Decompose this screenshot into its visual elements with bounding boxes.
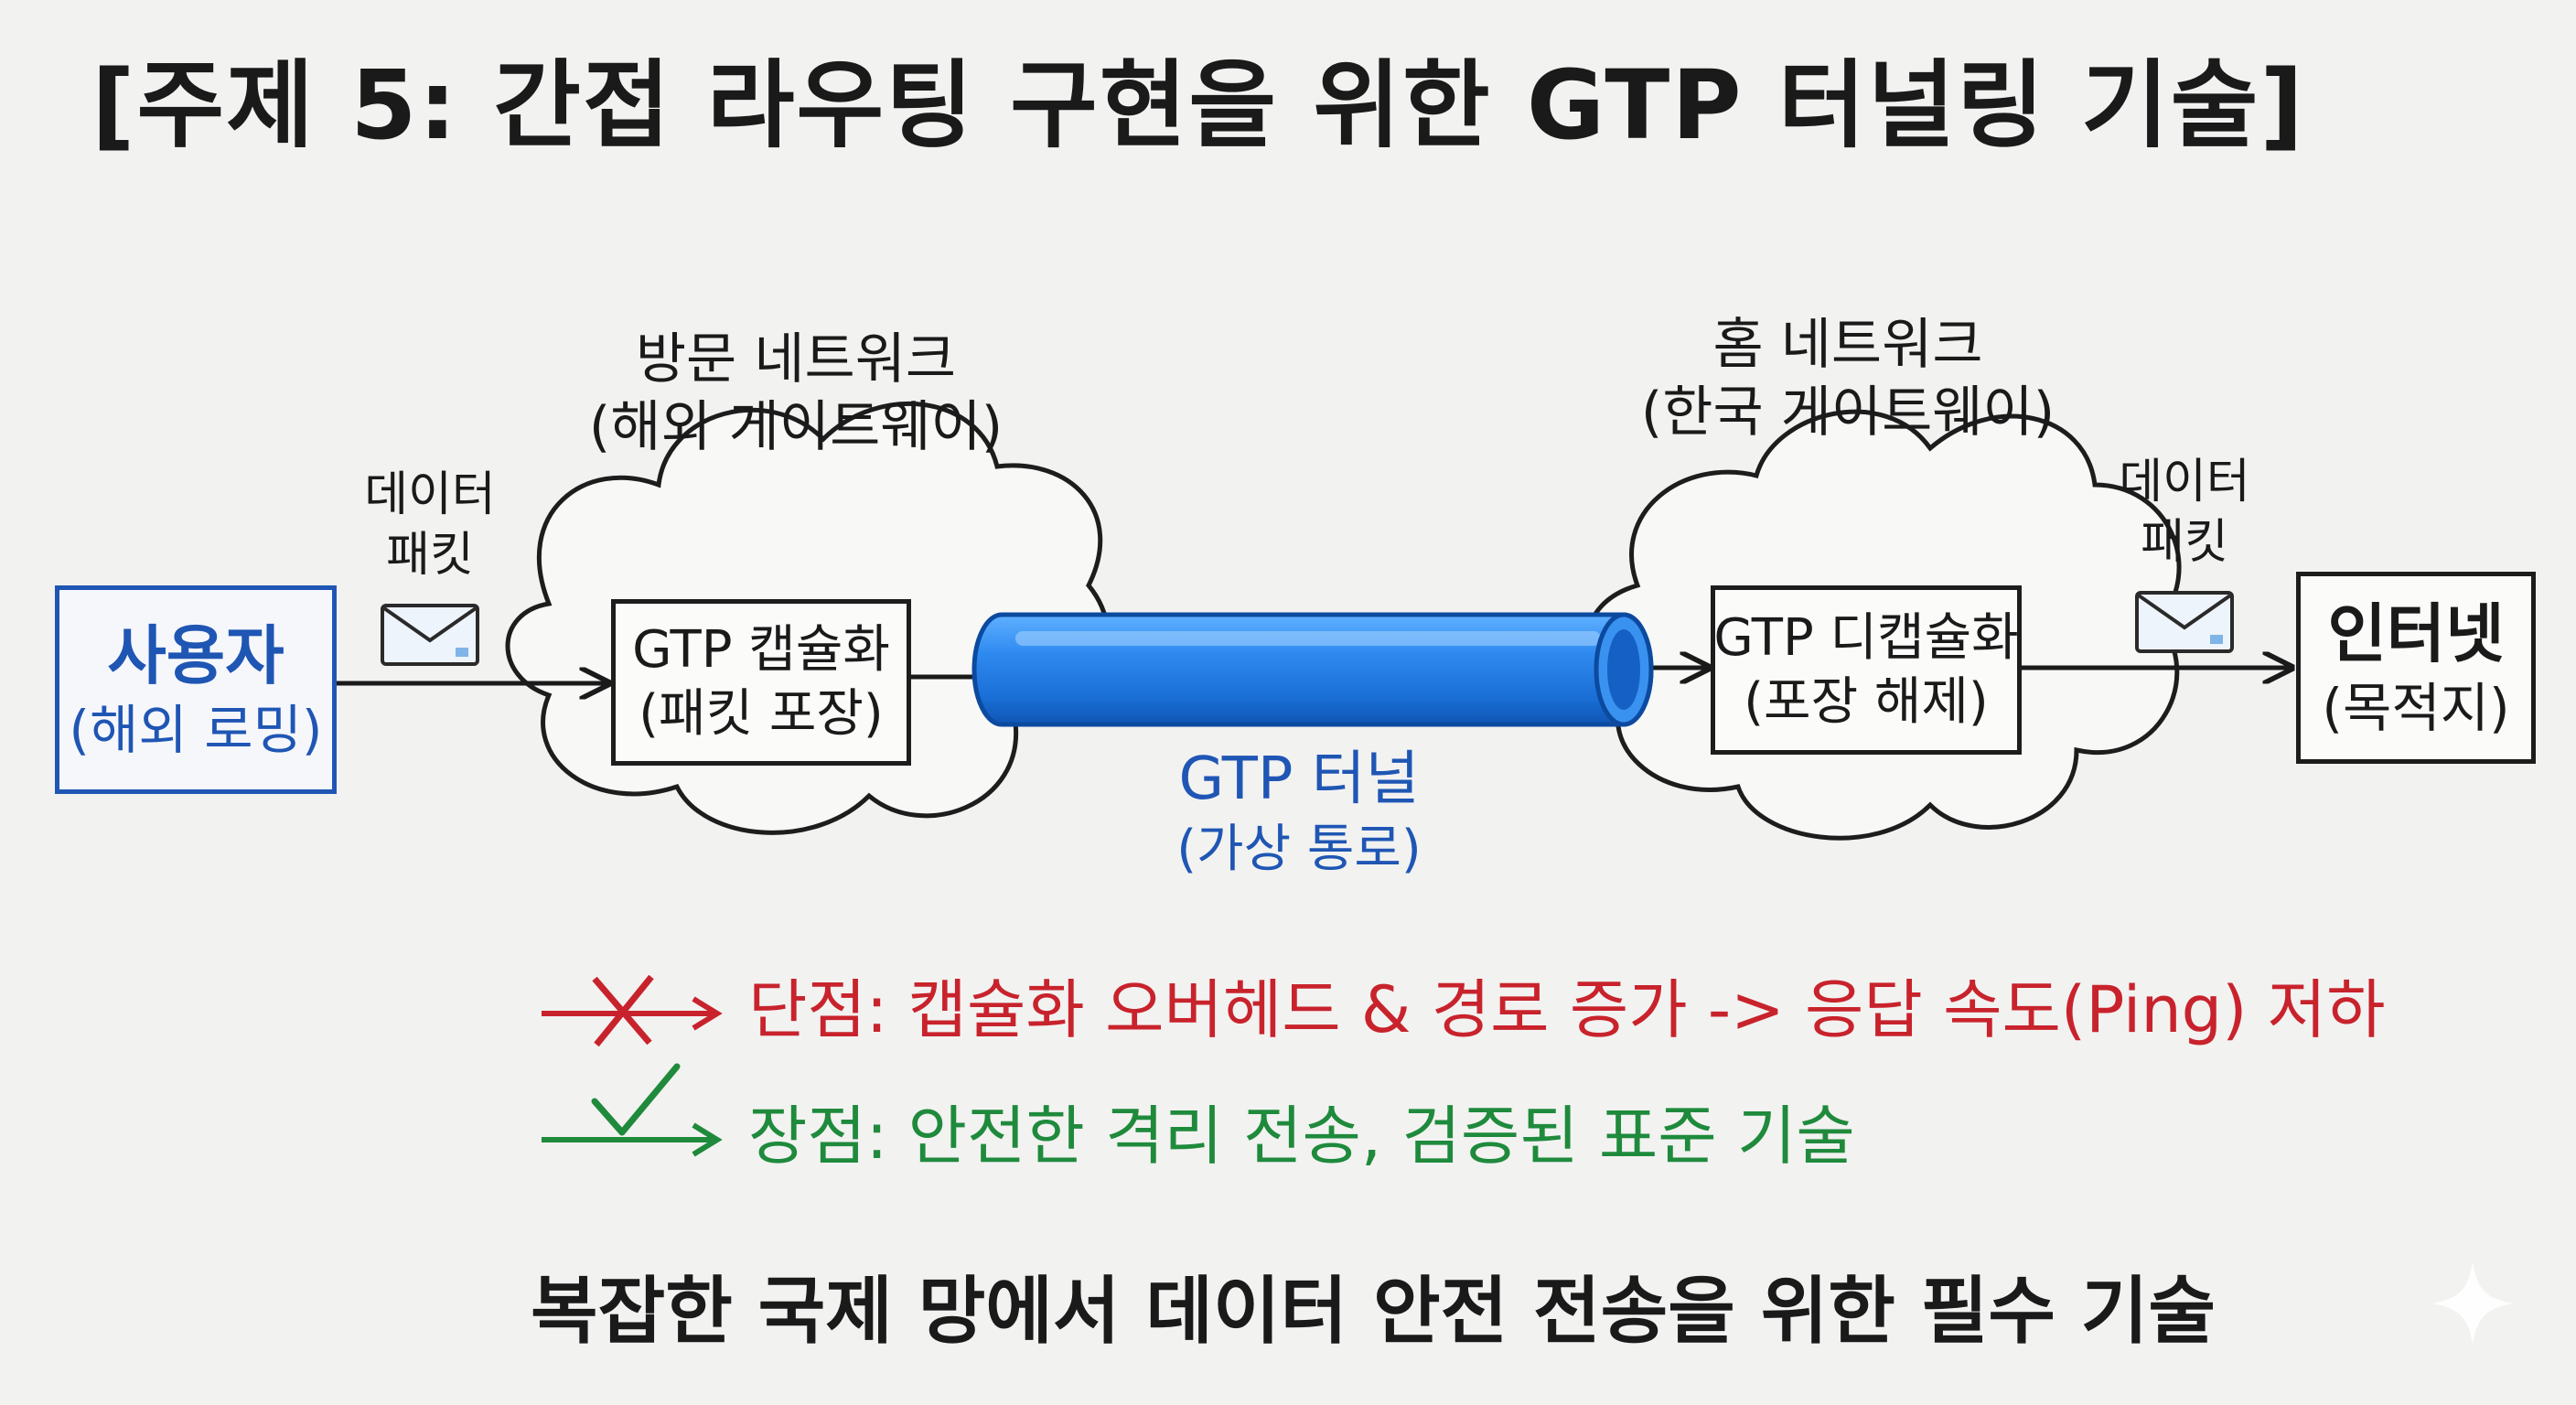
packet-right-label-line2: 패킷	[2141, 515, 2228, 570]
pros-text: 장점: 안전한 격리 전송, 검증된 표준 기술	[748, 1099, 1855, 1174]
encapsulation-subtitle: (패킷 포장)	[639, 684, 884, 744]
decapsulation-subtitle: (포장 해제)	[1744, 671, 1989, 732]
x-mark-icon	[542, 974, 723, 1047]
user-box: 사용자 (해외 로밍)	[55, 585, 337, 794]
user-title: 사용자	[107, 618, 284, 693]
packet-left-label-line1: 데이터	[364, 467, 496, 522]
encapsulation-box: GTP 캡슐화 (패킷 포장)	[611, 599, 911, 766]
packet-left-label-line2: 패킷	[386, 528, 474, 583]
envelope-icon	[381, 604, 479, 666]
packet-right-label-line1: 데이터	[2119, 455, 2250, 509]
home-network-sublabel: (한국 게이트웨이)	[1640, 381, 2055, 445]
decapsulation-box: GTP 디캡슐화 (포장 해제)	[1711, 585, 2022, 755]
cons-text: 단점: 캡슐화 오버헤드 & 경로 증가 -> 응답 속도(Ping) 저하	[748, 972, 2386, 1047]
check-mark-icon	[542, 1063, 723, 1157]
internet-box: 인터넷 (목적지)	[2296, 572, 2536, 764]
gtp-tunnel-tube	[971, 612, 1654, 727]
encapsulation-title: GTP 캡슐화	[632, 620, 890, 680]
internet-subtitle: (목적지)	[2322, 677, 2510, 739]
tunnel-label: GTP 터널	[1178, 745, 1420, 813]
page-title: [주제 5: 간접 라우팅 구현을 위한 GTP 터널링 기술]	[91, 49, 2305, 161]
tunnel-sublabel: (가상 통로)	[1176, 820, 1422, 879]
envelope-icon	[2135, 591, 2234, 653]
visited-network-label: 방문 네트워크	[635, 327, 957, 391]
home-network-label: 홈 네트워크	[1712, 313, 1983, 377]
visited-network-sublabel: (해외 게이트웨이)	[588, 395, 1004, 459]
decapsulation-title: GTP 디캡슐화	[1713, 607, 2019, 668]
internet-title: 인터넷	[2327, 596, 2505, 671]
sparkle-icon	[2431, 1262, 2514, 1345]
user-subtitle: (해외 로밍)	[69, 699, 323, 761]
footer-caption: 복잡한 국제 망에서 데이터 안전 전송을 위한 필수 기술	[531, 1269, 2216, 1354]
